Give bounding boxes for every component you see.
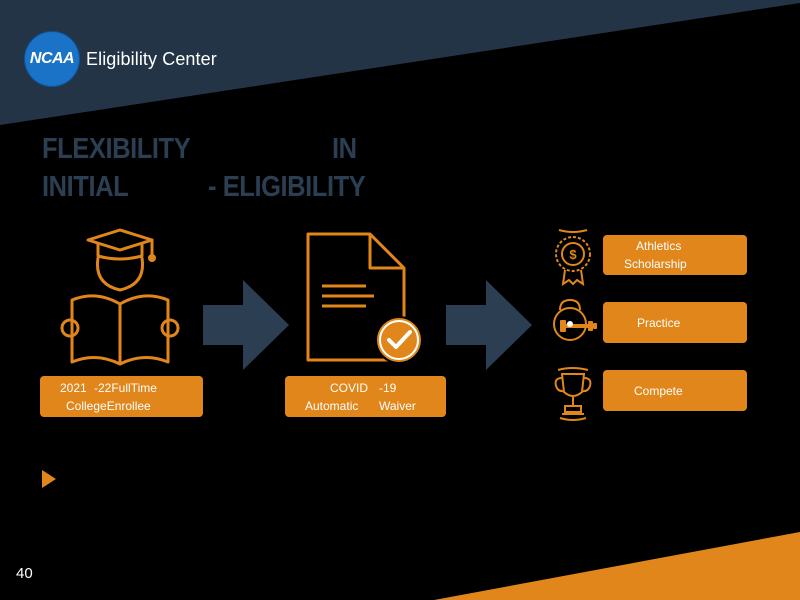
title-line1-left: FLEXIBILITY xyxy=(42,133,191,165)
scholarship-medal-icon: $ xyxy=(555,229,591,286)
footer-accent-band xyxy=(434,532,800,600)
chip-text: Automatic xyxy=(305,399,359,413)
compete-chip: Compete xyxy=(603,370,747,411)
chip-text: CollegeEnrollee xyxy=(66,399,151,413)
ncaa-logo: NCAA Eligibility Center xyxy=(24,31,217,87)
logo-mark: NCAA xyxy=(29,50,75,67)
title-line1-right: IN xyxy=(332,133,357,165)
chip-text: Practice xyxy=(637,316,681,330)
chip-text: COVID xyxy=(330,381,369,395)
arrow-right-icon xyxy=(203,280,289,370)
bullet-triangle-icon xyxy=(42,470,56,488)
enrollee-chip: 2021 -22FullTime CollegeEnrollee xyxy=(40,376,203,417)
chip-text: Waiver xyxy=(379,399,416,413)
title-line2-right: - ELIGIBILITY xyxy=(208,171,366,203)
ncaa-disc-icon: NCAA xyxy=(24,31,80,87)
chip-text: 2021 xyxy=(60,381,87,395)
athletics-scholarship-chip: Athletics Scholarship xyxy=(603,235,747,275)
document-check-icon xyxy=(306,232,423,364)
chip-text: Scholarship xyxy=(624,257,687,271)
kettlebell-dumbbell-icon xyxy=(553,298,597,341)
chip-text: -19 xyxy=(379,381,397,395)
chip-text: -22FullTime xyxy=(94,381,157,395)
practice-chip: Practice xyxy=(603,302,747,343)
header-band xyxy=(0,0,800,125)
covid-waiver-chip: COVID -19 Automatic Waiver xyxy=(285,376,446,417)
graduate-reading-icon xyxy=(60,228,180,366)
arrow-right-icon xyxy=(446,280,532,370)
trophy-icon xyxy=(554,367,592,421)
svg-text:$: $ xyxy=(569,247,577,262)
chip-text: Athletics xyxy=(636,239,682,253)
title-line2-left: INITIAL xyxy=(42,171,129,203)
logo-text: Eligibility Center xyxy=(86,48,217,69)
chip-text: Compete xyxy=(634,384,683,398)
page-number: 40 xyxy=(16,565,33,582)
